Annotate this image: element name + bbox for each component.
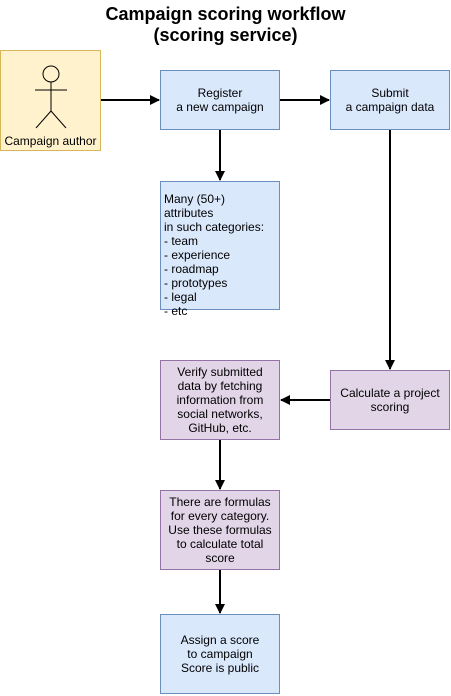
node-assign-score: Assign a score to campaign Score is publ… [160,614,280,694]
node-formulas: There are formulas for every category. U… [160,490,280,570]
node-attributes-list: Many (50+) attributes in such categories… [160,181,280,318]
stick-figure-icon [35,65,67,129]
node-calculate-scoring: Calculate a project scoring [330,370,450,430]
diagram-title: Campaign scoring workflow (scoring servi… [105,4,346,45]
node-submit-campaign-data: Submit a campaign data [330,70,450,130]
actor-label: Campaign author [4,134,97,148]
actor-campaign-author: Campaign author [0,50,101,151]
node-verify-data: Verify submitted data by fetching inform… [160,360,280,440]
node-register-campaign: Register a new campaign [160,70,280,130]
